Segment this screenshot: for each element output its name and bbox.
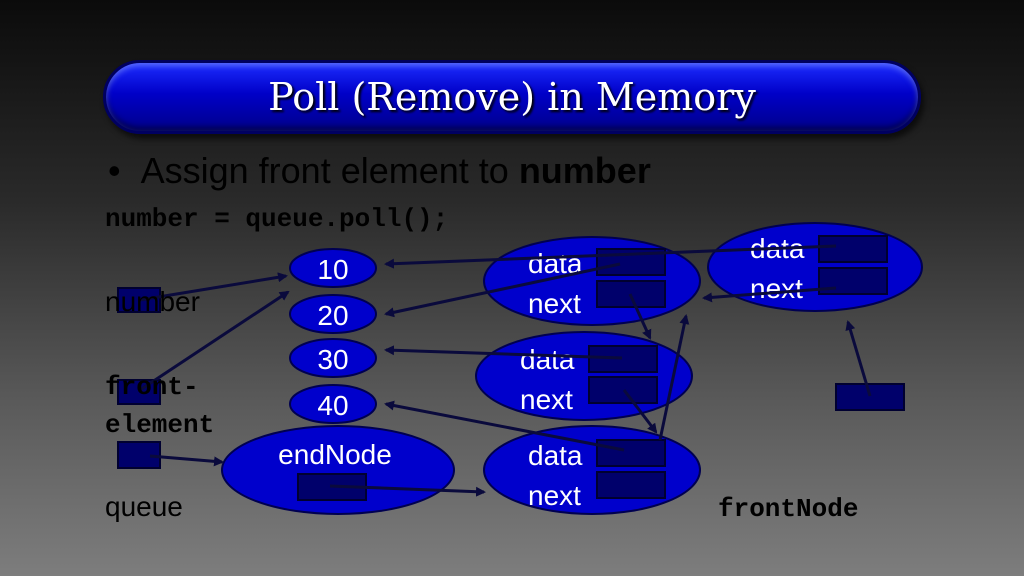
node2-data-label: data bbox=[520, 344, 575, 375]
value-40: 40 bbox=[317, 390, 348, 421]
bullet-bold: number bbox=[518, 150, 651, 191]
arrow-node2-next-to-node3 bbox=[622, 389, 658, 434]
list-node-2 bbox=[475, 331, 693, 421]
node2-data-box bbox=[588, 345, 658, 373]
label-number: number bbox=[105, 286, 200, 317]
value-node-20 bbox=[289, 294, 377, 334]
node3-data-label: data bbox=[528, 440, 583, 471]
front-element-box bbox=[117, 379, 161, 405]
removed-data-box bbox=[818, 235, 888, 263]
arrow-node3-next-to-node1 bbox=[658, 314, 690, 441]
node3-next-box bbox=[596, 471, 666, 499]
arrow-endnode-to-node3 bbox=[329, 484, 486, 497]
list-node-3 bbox=[483, 425, 701, 515]
node3-next-label: next bbox=[528, 480, 581, 511]
title-bar bbox=[103, 60, 921, 134]
label-front-element-1: front- bbox=[105, 372, 199, 402]
label-front-element-2: element bbox=[105, 410, 215, 440]
bullet-point: • Assign front element to number bbox=[108, 150, 651, 192]
slide-title: Poll (Remove) in Memory bbox=[268, 75, 756, 119]
arrow-number-to-10 bbox=[139, 272, 288, 302]
value-10: 10 bbox=[317, 254, 348, 285]
value-node-40 bbox=[289, 384, 377, 424]
arrow-node1-next-to-node2 bbox=[628, 293, 652, 340]
arrow-frontnode-to-removed bbox=[845, 320, 872, 397]
value-node-10 bbox=[289, 248, 377, 288]
arrow-front-element-to-20 bbox=[139, 290, 290, 392]
node1-next-label: next bbox=[528, 288, 581, 319]
node2-next-box bbox=[588, 376, 658, 404]
label-queue: queue bbox=[105, 491, 183, 522]
front-node-box bbox=[835, 383, 905, 411]
arrow-node3-data-to-40 bbox=[384, 400, 625, 452]
value-node-30 bbox=[289, 338, 377, 378]
removed-next-label: next bbox=[750, 273, 803, 304]
arrow-node2-data-to-30 bbox=[384, 345, 623, 360]
bullet-dot: • bbox=[108, 150, 141, 191]
removed-next-box bbox=[818, 267, 888, 295]
node3-data-box bbox=[596, 439, 666, 467]
bullet-text: Assign front element to bbox=[140, 150, 519, 191]
code-line: number = queue.poll(); bbox=[105, 204, 449, 234]
node2-next-label: next bbox=[520, 384, 573, 415]
label-front-node: frontNode bbox=[718, 494, 859, 524]
list-node-1 bbox=[483, 236, 701, 326]
arrow-queue-to-endnode bbox=[149, 454, 224, 467]
end-node-label: endNode bbox=[278, 439, 392, 470]
value-30: 30 bbox=[317, 344, 348, 375]
arrow-removed-data-to-10 bbox=[384, 244, 837, 269]
number-box bbox=[117, 287, 161, 313]
list-node-removed bbox=[707, 222, 923, 312]
value-20: 20 bbox=[317, 300, 348, 331]
arrow-node1-data-to-20 bbox=[384, 262, 621, 318]
arrow-removed-next-to-node1 bbox=[702, 286, 837, 303]
end-node bbox=[221, 425, 455, 515]
